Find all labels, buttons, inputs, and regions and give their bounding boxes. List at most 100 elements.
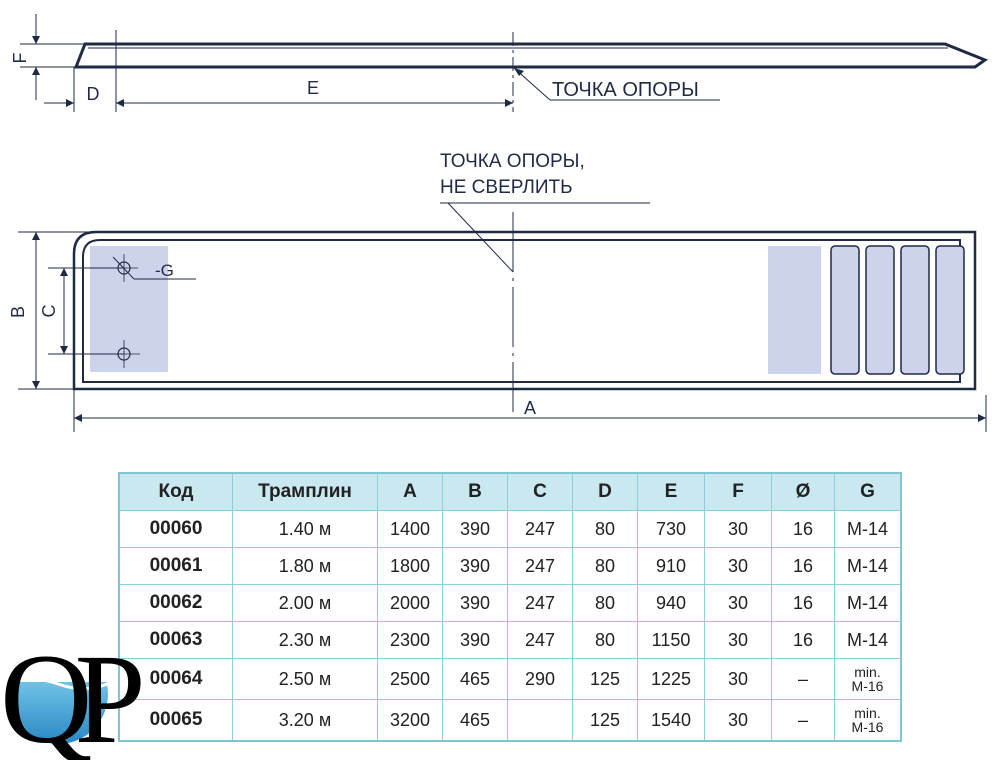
grip-pad-3: [900, 245, 930, 375]
table-header-row: Код Трамплин A B C D E F Ø G: [118, 472, 902, 511]
cell-diameter: –: [771, 658, 835, 700]
header-e: E: [637, 472, 705, 511]
cell-d: 80: [572, 547, 638, 585]
e-arrowhead-right: [505, 99, 513, 107]
label-d: D: [87, 84, 100, 104]
cell-code: 00063: [118, 621, 233, 659]
cell-g: M-14: [834, 584, 902, 622]
cell-code: 00064: [118, 658, 233, 700]
cell-d: 125: [572, 699, 638, 742]
cell-code: 00062: [118, 584, 233, 622]
f-arrowhead-bottom: [32, 67, 40, 75]
table-row: 00060 1.40 м 1400 390 247 80 730 30 16 M…: [118, 510, 902, 548]
label-pivot-point: ТОЧКА ОПОРЫ: [552, 79, 699, 101]
label-pivot-note-line1: ТОЧКА ОПОРЫ,: [440, 151, 585, 172]
cell-a: 3200: [377, 699, 443, 742]
cell-d: 125: [572, 658, 638, 700]
e-arrowhead-left: [116, 99, 124, 107]
cell-e: 910: [637, 547, 705, 585]
cell-diameter: 16: [771, 584, 835, 622]
cell-board: 2.50 м: [232, 658, 378, 700]
cell-board: 3.20 м: [232, 699, 378, 742]
cell-d: 80: [572, 584, 638, 622]
cell-b: 390: [442, 547, 508, 585]
cell-diameter: 16: [771, 510, 835, 548]
cell-e: 1540: [637, 699, 705, 742]
cell-b: 390: [442, 621, 508, 659]
cell-a: 2500: [377, 658, 443, 700]
header-diameter: Ø: [771, 472, 835, 511]
f-arrowhead-top: [32, 36, 40, 44]
qp-logo: QP: [0, 632, 159, 760]
cell-c: 247: [507, 510, 573, 548]
cell-c: 290: [507, 658, 573, 700]
cell-f: 30: [704, 547, 772, 585]
table-row: 00064 2.50 м 2500 465 290 125 1225 30 – …: [118, 658, 902, 700]
cell-d: 80: [572, 621, 638, 659]
cell-e: 1225: [637, 658, 705, 700]
label-pivot-note-line2: НЕ СВЕРЛИТЬ: [440, 177, 573, 198]
label-c: C: [39, 305, 59, 318]
a-arrowhead-right: [978, 414, 986, 422]
cell-g: M-14: [834, 547, 902, 585]
cell-c: [507, 699, 573, 742]
cell-diameter: 16: [771, 621, 835, 659]
header-g: G: [834, 472, 902, 511]
spec-table: Код Трамплин A B C D E F Ø G 00060 1.40 …: [118, 472, 902, 742]
logo-text: QP: [0, 632, 141, 760]
top-view: -G B C A ТОЧКА ОПОРЫ, НЕ СВЕРЛИТЬ: [8, 151, 987, 432]
label-g: -G: [155, 261, 174, 280]
cell-b: 465: [442, 658, 508, 700]
table-row: 00062 2.00 м 2000 390 247 80 940 30 16 M…: [118, 584, 902, 622]
header-d: D: [572, 472, 638, 511]
cell-a: 2300: [377, 621, 443, 659]
label-e: E: [307, 78, 319, 98]
label-f: F: [10, 53, 30, 64]
c-arrowhead-bottom: [60, 346, 68, 354]
cell-f: 30: [704, 510, 772, 548]
board-top-outline: [72, 230, 977, 391]
cell-board: 2.30 м: [232, 621, 378, 659]
grip-pad-4: [935, 245, 965, 375]
table-row: 00061 1.80 м 1800 390 247 80 910 30 16 M…: [118, 547, 902, 585]
pivot-leader-arrowhead: [514, 68, 524, 76]
b-arrowhead-top: [32, 232, 40, 240]
cell-e: 730: [637, 510, 705, 548]
header-code: Код: [118, 472, 233, 511]
cell-e: 1150: [637, 621, 705, 659]
header-c: C: [507, 472, 573, 511]
diving-board-diagram: F D E ТОЧКА ОПОРЫ: [8, 14, 989, 432]
cell-code: 00060: [118, 510, 233, 548]
board-side-profile: [73, 42, 989, 69]
cell-g: M-14: [834, 510, 902, 548]
board-top-inner-outline: [82, 239, 961, 383]
logo-wave: [8, 677, 108, 690]
grip-pad-1: [830, 245, 860, 375]
cell-g: M-14: [834, 621, 902, 659]
cell-diameter: –: [771, 699, 835, 742]
side-view: F D E ТОЧКА ОПОРЫ: [10, 14, 989, 112]
cell-f: 30: [704, 584, 772, 622]
cell-a: 1400: [377, 510, 443, 548]
cell-code: 00065: [118, 699, 233, 742]
cell-b: 390: [442, 584, 508, 622]
header-b: B: [442, 472, 508, 511]
header-board: Трамплин: [232, 472, 378, 511]
grip-pad-2: [865, 245, 895, 375]
cell-e: 940: [637, 584, 705, 622]
cell-a: 2000: [377, 584, 443, 622]
pivot-note-leader: [447, 202, 514, 273]
cell-board: 2.00 м: [232, 584, 378, 622]
b-arrowhead-bottom: [32, 381, 40, 389]
d-arrowhead: [66, 99, 74, 107]
cell-g: min.M-16: [834, 699, 902, 742]
cell-c: 247: [507, 584, 573, 622]
label-a: A: [524, 398, 536, 418]
cell-board: 1.80 м: [232, 547, 378, 585]
cell-g: min.M-16: [834, 658, 902, 700]
cell-diameter: 16: [771, 547, 835, 585]
header-a: A: [377, 472, 443, 511]
cell-d: 80: [572, 510, 638, 548]
table-row: 00065 3.20 м 3200 465 125 1540 30 – min.…: [118, 699, 902, 742]
cell-a: 1800: [377, 547, 443, 585]
